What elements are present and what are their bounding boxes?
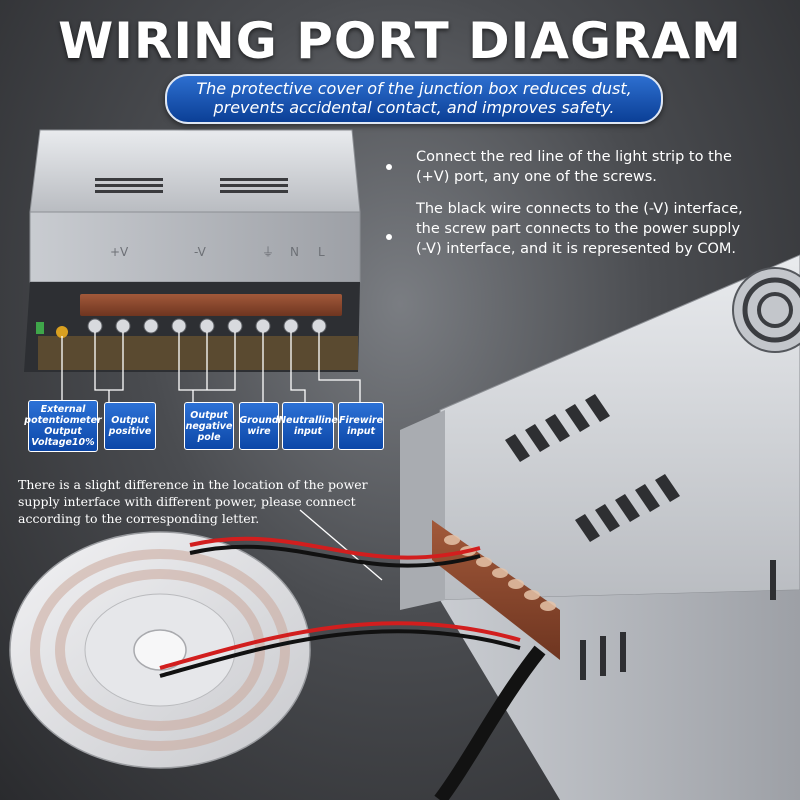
port-leader-lines (61, 332, 383, 581)
terminal-mark-ground: ⏚ (262, 245, 274, 259)
psu-main-vents (505, 394, 680, 542)
note-port-location: There is a slight difference in the loca… (18, 477, 368, 526)
red-wire-lower (159, 621, 521, 670)
psu-side-slots (580, 560, 776, 680)
terminal-mark-negative: -V (194, 245, 207, 259)
red-wire-upper (189, 536, 481, 560)
label-output-negative: Output negative pole (184, 402, 234, 450)
bullet-icon (386, 164, 392, 170)
black-wire-upper (189, 544, 481, 568)
psu-fan (732, 267, 800, 353)
terminal-block-closeup (80, 294, 342, 316)
terminal-marks: +V -V ⏚ N L (110, 245, 325, 259)
bullet-icon (386, 234, 392, 240)
label-neutral-input: Neutralline input (278, 402, 338, 450)
terminal-mark-neutral: N (290, 245, 299, 259)
note-red-wire: Connect the red line of the light strip … (416, 149, 732, 185)
psu-closeup-vents (95, 178, 288, 193)
label-output-positive: Output positive (104, 402, 156, 450)
subtitle-line-2: prevents accidental contact, and improve… (213, 98, 615, 117)
led-strip-reel (9, 531, 311, 769)
psu-closeup (24, 129, 361, 372)
label-firewire-input: Firewire input (338, 402, 384, 450)
page-title: WIRING PORT DIAGRAM (58, 12, 742, 70)
subtitle-banner: The protective cover of the junction box… (165, 74, 663, 124)
potentiometer-knob (56, 326, 68, 338)
label-external-potentiometer: External potentiometer Output Voltage10% (24, 400, 102, 452)
psu-main-unit (400, 254, 800, 800)
subtitle-text: The protective cover of the junction box… (167, 79, 661, 117)
mains-cable (434, 645, 546, 800)
terminal-mark-positive: +V (110, 245, 129, 259)
black-wire-lower (159, 629, 521, 678)
note-black-wire: The black wire connects to the (-V) inte… (416, 201, 743, 257)
subtitle-line-1: The protective cover of the junction box… (196, 79, 632, 98)
wires (159, 536, 546, 800)
terminal-mark-live: L (318, 245, 325, 259)
label-ground-wire: Ground wire (239, 402, 279, 450)
terminal-screws-closeup (87, 318, 327, 334)
